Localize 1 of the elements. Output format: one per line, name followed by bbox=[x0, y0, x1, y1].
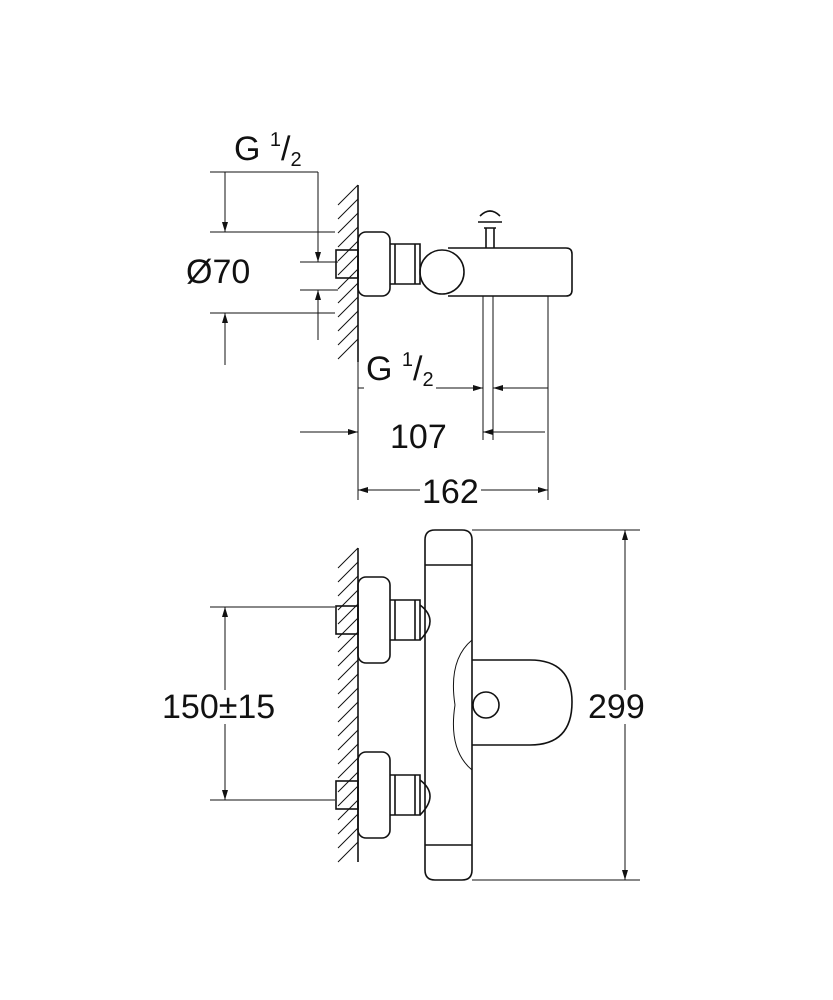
dimension-label: G $^{1}$/$_{2}$ bbox=[364, 350, 436, 390]
